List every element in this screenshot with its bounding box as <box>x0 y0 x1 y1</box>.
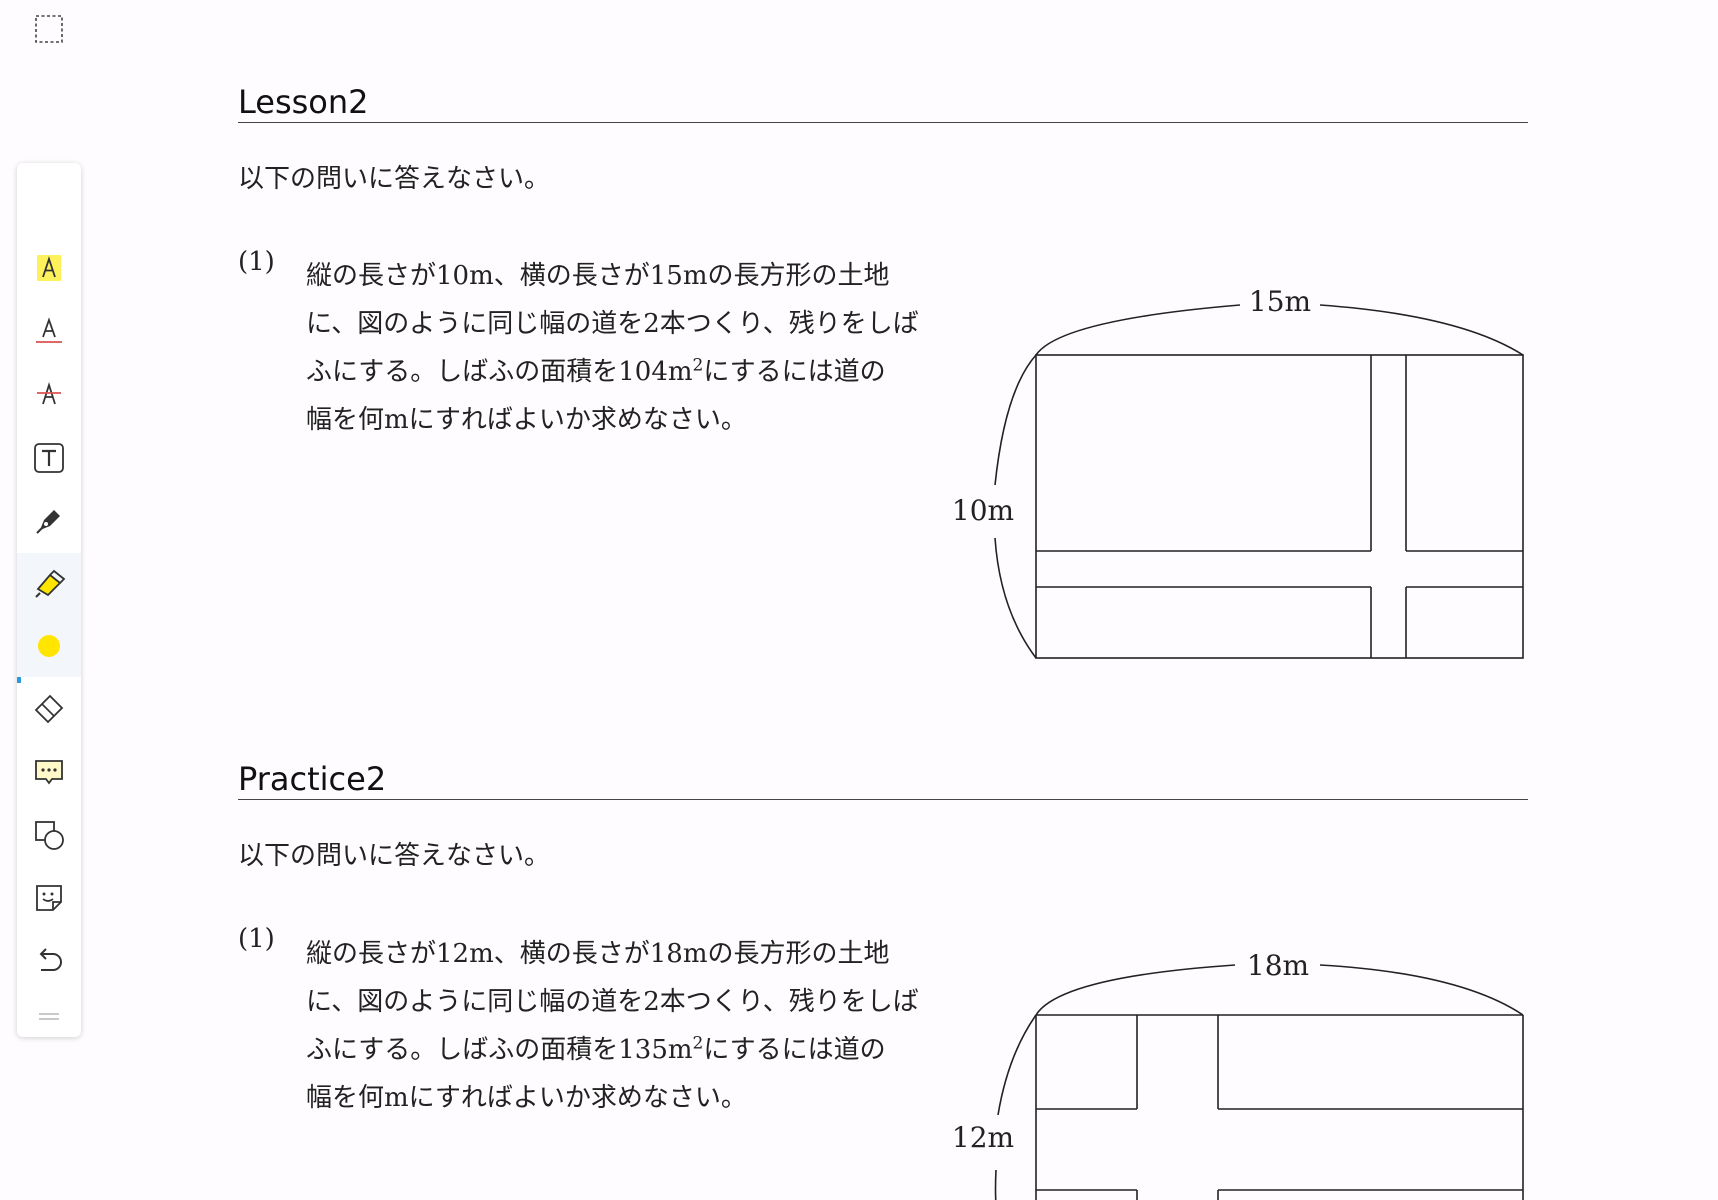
eraser-icon <box>34 694 64 724</box>
question-line: 幅を何mにすればよいか求めなさい。 <box>306 405 747 435</box>
practice-question-text: 縦の長さが12m、横の長さが18mの長方形の土地 に、図のように同じ幅の道を2本… <box>306 930 946 1122</box>
text-box-tool-button[interactable] <box>17 427 81 489</box>
question-line-text: にするには道の <box>703 357 886 387</box>
question-line: ふにする。しばふの面積を135m2にするには道の <box>306 1026 946 1074</box>
strikethrough-text-tool-button[interactable] <box>17 363 81 425</box>
question-line: 縦の長さが10m、横の長さが15mの長方形の土地 <box>306 261 890 291</box>
lesson-figure: 15m 10m <box>952 285 1524 659</box>
question-line-text: ふにする。しばふの面積を104m <box>306 357 693 387</box>
lesson-instruction: 以下の問いに答えなさい。 <box>238 164 551 194</box>
question-line: に、図のように同じ幅の道を2本つくり、残りをしば <box>306 987 919 1017</box>
width-label: 15m <box>1249 285 1311 318</box>
superscript: 2 <box>692 355 704 376</box>
strikethrough-text-icon <box>37 382 61 405</box>
underline-text-icon <box>36 317 62 343</box>
annotation-toolbar <box>17 15 81 1037</box>
question-line: ふにする。しばふの面積を104m2にするには道の <box>306 348 946 396</box>
practice-title: Practice2 <box>238 760 1528 800</box>
lesson-question-number: (1) <box>238 247 275 277</box>
width-label: 18m <box>1247 949 1309 982</box>
comment-tool-button[interactable] <box>17 741 81 803</box>
lesson-question-text: 縦の長さが10m、横の長さが15mの長方形の土地 に、図のように同じ幅の道を2本… <box>306 252 946 444</box>
height-label: 12m <box>952 1121 1014 1154</box>
highlight-text-icon <box>37 255 61 281</box>
question-line: に、図のように同じ幅の道を2本つくり、残りをしば <box>306 309 919 339</box>
underline-text-tool-button[interactable] <box>17 300 81 362</box>
highlight-text-tool-button[interactable] <box>17 237 81 299</box>
toolbar-drag-handle[interactable] <box>39 1013 59 1021</box>
shape-tool-button[interactable] <box>17 804 81 866</box>
superscript: 2 <box>692 1033 704 1054</box>
marquee-select-icon <box>35 15 63 43</box>
sticker-icon <box>36 885 62 911</box>
text-box-icon <box>34 443 64 473</box>
question-line: 幅を何mにすればよいか求めなさい。 <box>306 1083 747 1113</box>
shapes-icon <box>35 821 64 850</box>
practice-question-number: (1) <box>238 924 275 954</box>
question-line-text: ふにする。しばふの面積を135m <box>306 1035 693 1065</box>
yellow-color-swatch-icon <box>38 635 60 657</box>
undo-tool-button[interactable] <box>17 930 81 992</box>
question-line-text: にするには道の <box>703 1035 886 1065</box>
practice-instruction: 以下の問いに答えなさい。 <box>238 841 551 871</box>
color-picker-button[interactable] <box>17 615 81 677</box>
highlighter-tool-button[interactable] <box>17 553 81 615</box>
comment-icon <box>35 760 63 785</box>
sticker-tool-button[interactable] <box>17 867 81 929</box>
pen-icon <box>36 510 60 534</box>
select-tool-button[interactable] <box>17 0 81 60</box>
practice-figure: 18m 12m <box>952 949 1524 1200</box>
question-line: 縦の長さが12m、横の長さが18mの長方形の土地 <box>306 939 890 969</box>
pen-tool-button[interactable] <box>17 490 81 552</box>
undo-icon <box>39 948 62 971</box>
highlighter-icon <box>35 569 66 598</box>
height-label: 10m <box>952 494 1014 527</box>
lesson-title: Lesson2 <box>238 83 1528 123</box>
eraser-tool-button[interactable] <box>17 678 81 740</box>
